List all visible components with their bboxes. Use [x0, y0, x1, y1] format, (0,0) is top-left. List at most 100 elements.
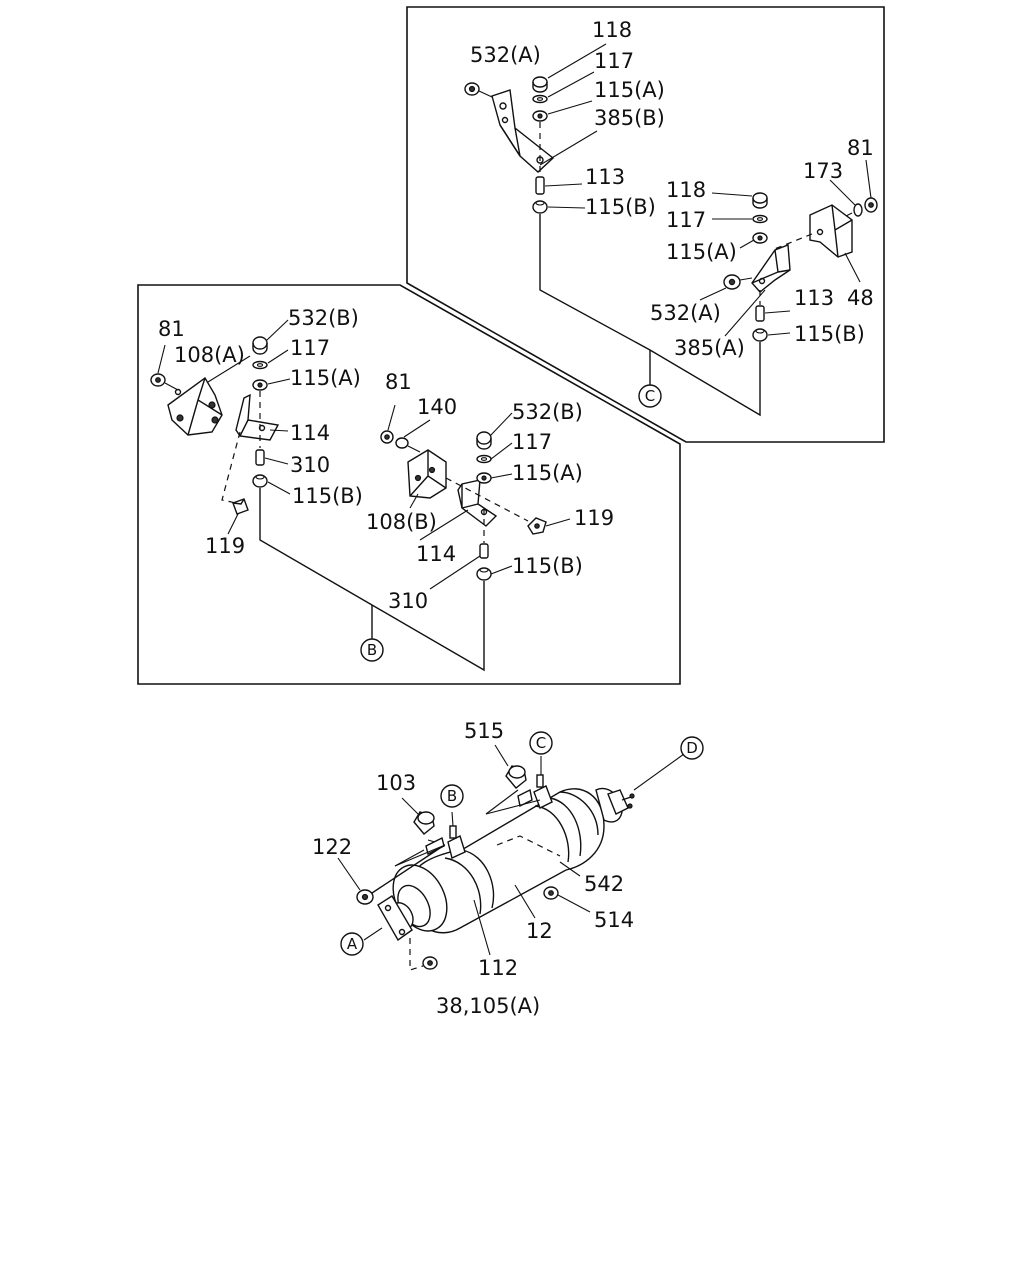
- nut-119-mid: [527, 517, 547, 535]
- label-115b-mid: 115(B): [512, 554, 583, 578]
- label-81-left: 81: [158, 317, 185, 341]
- rubber-115a-top: [532, 110, 548, 122]
- rubber-115a-left: [252, 379, 268, 391]
- washer-173: [853, 203, 863, 217]
- label-515: 515: [464, 719, 504, 743]
- nut-532b-mid: [476, 431, 492, 450]
- rubber-115b-left: [252, 474, 268, 488]
- hanger-bracket-385a: [751, 244, 791, 293]
- nut-532a-top: [464, 82, 493, 98]
- ref-label: C: [645, 387, 655, 405]
- nut-81-mid: [380, 430, 394, 444]
- nut-532a-right: [723, 274, 753, 290]
- label-115a-left: 115(A): [290, 366, 361, 390]
- sensor-515: [505, 765, 533, 808]
- middle-left-frame: [137, 284, 681, 685]
- label-48: 48: [847, 286, 874, 310]
- label-115b-right: 115(B): [794, 322, 865, 346]
- label-514: 514: [594, 908, 634, 932]
- ref-circle-d: D: [680, 736, 704, 760]
- ref-label: B: [447, 787, 457, 805]
- bracket-108a: [167, 376, 223, 436]
- label-108a: 108(A): [174, 343, 245, 367]
- label-113-top: 113: [585, 165, 625, 189]
- washer-117-mid: [476, 454, 492, 464]
- washer-117-right: [752, 214, 768, 224]
- label-115a-right: 115(A): [666, 240, 737, 264]
- label-115b-top: 115(B): [585, 195, 656, 219]
- label-112: 112: [478, 956, 518, 980]
- label-114-left: 114: [290, 421, 330, 445]
- label-115a-mid: 115(A): [512, 461, 583, 485]
- ref-label: D: [686, 739, 698, 757]
- bracket-48: [809, 204, 853, 258]
- label-117-right: 117: [666, 208, 706, 232]
- label-310-mid: 310: [388, 589, 428, 613]
- label-385b: 385(B): [594, 106, 665, 130]
- label-81-mid: 81: [385, 370, 412, 394]
- nut-532b-left: [252, 336, 268, 355]
- middle-left-assembly: [150, 319, 571, 672]
- nut-119-left: [232, 498, 249, 515]
- ref-circle-a: A: [340, 932, 364, 956]
- label-115a-top: 115(A): [594, 78, 665, 102]
- bracket-114-mid: [457, 479, 498, 527]
- muffler-assembly: [337, 744, 685, 971]
- ref-label: A: [347, 935, 358, 953]
- label-81-right: 81: [847, 136, 874, 160]
- label-122: 122: [312, 835, 352, 859]
- collar-113-top: [535, 176, 545, 195]
- label-115b-left: 115(B): [292, 484, 363, 508]
- ref-label: C: [536, 734, 546, 752]
- label-38-105a: 38,105(A): [436, 994, 540, 1018]
- nut-81-right: [864, 197, 878, 213]
- label-117-mid: 117: [512, 430, 552, 454]
- washer-140: [395, 437, 409, 449]
- label-114-mid: 114: [416, 542, 456, 566]
- sensor-103: [413, 811, 446, 856]
- washer-117-top: [532, 94, 548, 104]
- label-108b: 108(B): [366, 510, 437, 534]
- label-118-top: 118: [592, 18, 632, 42]
- nut-118-top: [532, 76, 548, 93]
- rubber-115a-mid: [476, 472, 492, 484]
- bracket-108b: [407, 449, 447, 499]
- label-532a-top: 532(A): [470, 43, 541, 67]
- nut-81-left: [150, 373, 179, 391]
- label-117-left: 117: [290, 336, 330, 360]
- label-119-left: 119: [205, 534, 245, 558]
- inlet-end: [377, 864, 448, 942]
- gasket-122: [356, 889, 374, 905]
- ref-circle-b-muffler: B: [440, 784, 464, 808]
- bracket-114-left: [235, 393, 280, 441]
- top-right-frame: [406, 6, 885, 443]
- label-117-top: 117: [594, 49, 634, 73]
- label-119-mid: 119: [574, 506, 614, 530]
- rubber-115b-top: [532, 200, 548, 214]
- muffler-body-12: [407, 788, 605, 934]
- washer-117-left: [252, 360, 268, 370]
- label-103: 103: [376, 771, 416, 795]
- ref-circle-c-frame: C: [638, 384, 662, 408]
- hanger-bolt-b: [447, 825, 466, 859]
- label-532b-mid: 532(B): [512, 400, 583, 424]
- rubber-115b-right: [752, 328, 768, 342]
- label-542: 542: [584, 872, 624, 896]
- nut-514: [543, 886, 559, 900]
- hanger-bolt-c: [533, 774, 553, 809]
- ref-circle-b-frame: B: [360, 638, 384, 662]
- label-140: 140: [417, 395, 457, 419]
- label-385a: 385(A): [674, 336, 745, 360]
- collar-310-left: [255, 449, 265, 466]
- nut-38-105a: [422, 956, 438, 970]
- label-118-right: 118: [666, 178, 706, 202]
- nut-118-right: [752, 192, 768, 209]
- hanger-bracket-385b: [491, 89, 555, 173]
- outlet-end: [595, 787, 635, 823]
- rubber-115a-right: [752, 232, 768, 244]
- label-532a-right: 532(A): [650, 301, 721, 325]
- collar-113-right: [755, 305, 765, 322]
- label-113-right: 113: [794, 286, 834, 310]
- label-532b-left: 532(B): [288, 306, 359, 330]
